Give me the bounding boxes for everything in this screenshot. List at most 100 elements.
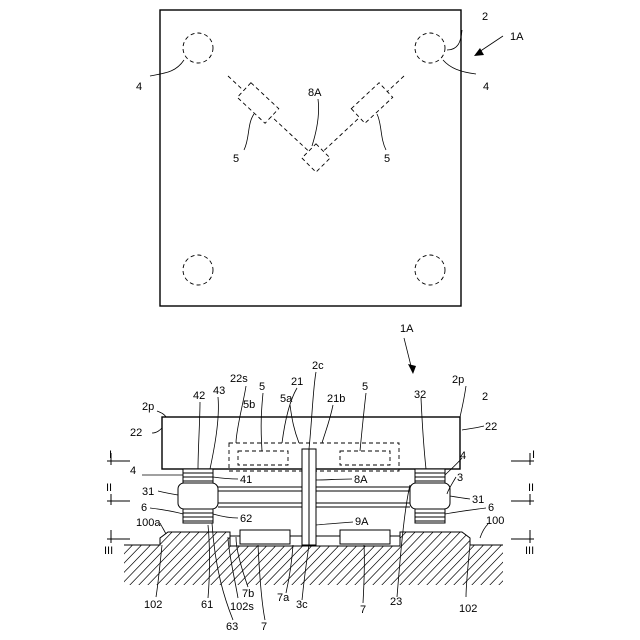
bolt-hole-top-left	[183, 33, 213, 63]
label-ref-32: 32	[414, 389, 426, 401]
leader-actuator-right	[377, 114, 386, 150]
label-actuator-left: 5	[259, 381, 265, 393]
label-ref-61: 61	[201, 599, 213, 611]
label-assembly: 1A	[510, 31, 524, 43]
label-actuator-left: 5	[233, 153, 239, 165]
label-ref-23: 23	[390, 596, 402, 608]
label-recess-surface: 22s	[230, 373, 248, 385]
hatch-line	[449, 528, 509, 590]
label-plate-ref: 2	[482, 391, 488, 403]
hatch-line	[116, 528, 176, 590]
hatch-line	[512, 528, 572, 590]
label-ref-3: 3	[457, 472, 463, 484]
label-ref-7a: 7a	[277, 592, 290, 604]
marker-left-ii: II	[106, 482, 112, 494]
hatch-line	[413, 528, 473, 590]
label-recess-b: 21b	[327, 393, 345, 405]
hatch-line	[134, 528, 194, 590]
label-bolt-left: 4	[136, 81, 142, 93]
label-sensor: 8A	[308, 87, 322, 99]
actuator-left	[237, 83, 278, 124]
label-ref-7b: 7b	[242, 588, 254, 600]
hatch-line	[98, 528, 158, 590]
center-sensor	[302, 144, 330, 172]
label-recess: 21	[291, 376, 303, 388]
hatch-line	[143, 528, 203, 590]
plan-view: 2 1A 4 4 8A 5 5	[136, 10, 524, 306]
hatch-line	[476, 528, 536, 590]
label-sensor-base: 9A	[355, 516, 369, 528]
label-ref-102-right: 102	[459, 603, 477, 615]
label-ref-7-bottom: 7	[261, 621, 267, 633]
label-base-right: 100	[486, 515, 504, 527]
label-actuator-right: 5	[362, 381, 368, 393]
hatch-line	[170, 528, 230, 590]
section-assembly-arrowhead	[408, 364, 416, 374]
hatch-line	[548, 528, 608, 590]
marker-left-iii: III	[104, 545, 113, 557]
label-actuator-a: 5a	[280, 393, 293, 405]
hatch-line	[161, 528, 221, 590]
hatch-line	[485, 528, 545, 590]
leader-bolt-right	[443, 60, 476, 74]
label-plate-edge-left: 2p	[142, 401, 154, 413]
hatch-line	[431, 528, 491, 590]
label-ref-102-left: 102	[144, 599, 162, 611]
hatch-line	[395, 528, 455, 590]
hatch-line	[494, 528, 554, 590]
hatch-line	[539, 528, 599, 590]
leader-plate	[447, 30, 462, 50]
actuator-bottom-left	[240, 530, 290, 544]
label-ref-6-left: 6	[141, 502, 147, 514]
label-ref-42: 42	[193, 390, 205, 402]
hatch-line	[467, 528, 527, 590]
label-ref-63: 63	[226, 621, 238, 633]
hatch-line	[404, 528, 464, 590]
label-base-left: 100a	[136, 517, 161, 529]
marker-right-iii: III	[525, 545, 534, 557]
section-markers-right	[511, 453, 534, 543]
label-section-assembly: 1A	[400, 323, 414, 335]
label-actuator-right: 5	[384, 153, 390, 165]
label-actuator-b: 5b	[243, 399, 255, 411]
label-bolt-right: 4	[483, 81, 489, 93]
label-plate-center: 2c	[312, 360, 324, 372]
hatch-line	[125, 528, 185, 590]
label-ref-7-right: 7	[360, 604, 366, 616]
label-bolt-left: 4	[130, 465, 136, 477]
label-plate-edge-right: 2p	[452, 374, 464, 386]
hatch-line	[89, 528, 149, 590]
hatch-line	[503, 528, 563, 590]
label-ref-62: 62	[240, 513, 252, 525]
marker-right-ii: II	[528, 482, 534, 494]
label-plate: 2	[482, 11, 488, 23]
bolt-hole-bottom-right	[415, 255, 445, 285]
label-ref-31-right: 31	[472, 494, 484, 506]
hatch-line	[80, 528, 140, 590]
label-ref-41: 41	[240, 474, 252, 486]
section-markers-left	[107, 453, 130, 543]
leader-actuator-left	[244, 114, 254, 150]
label-side-left: 22	[130, 427, 142, 439]
section-view: 1A 2c 21 22s 5 5 5a 5b 21b 2p 2p 2 42 43…	[80, 323, 617, 633]
mount-left	[178, 483, 218, 509]
label-bolt-right: 4	[460, 450, 466, 462]
label-ref-31-left: 31	[142, 486, 154, 498]
label-ref-102s: 102s	[230, 601, 254, 613]
marker-left-i: I	[109, 449, 112, 461]
label-sensor: 8A	[354, 474, 368, 486]
hatch-line	[440, 528, 500, 590]
mount-right	[410, 483, 450, 509]
bolt-hole-top-right	[415, 33, 445, 63]
hatch-line	[422, 528, 482, 590]
leader-sensor	[312, 99, 319, 146]
marker-right-i: I	[532, 449, 535, 461]
hatch-line	[557, 528, 617, 590]
bolt-hole-bottom-left	[183, 255, 213, 285]
label-ref-6-right: 6	[488, 502, 494, 514]
actuator-bottom-right	[340, 530, 390, 544]
leader-bolt-left	[150, 60, 184, 76]
actuator-axis-left	[228, 76, 316, 158]
label-side-right: 22	[485, 421, 497, 433]
